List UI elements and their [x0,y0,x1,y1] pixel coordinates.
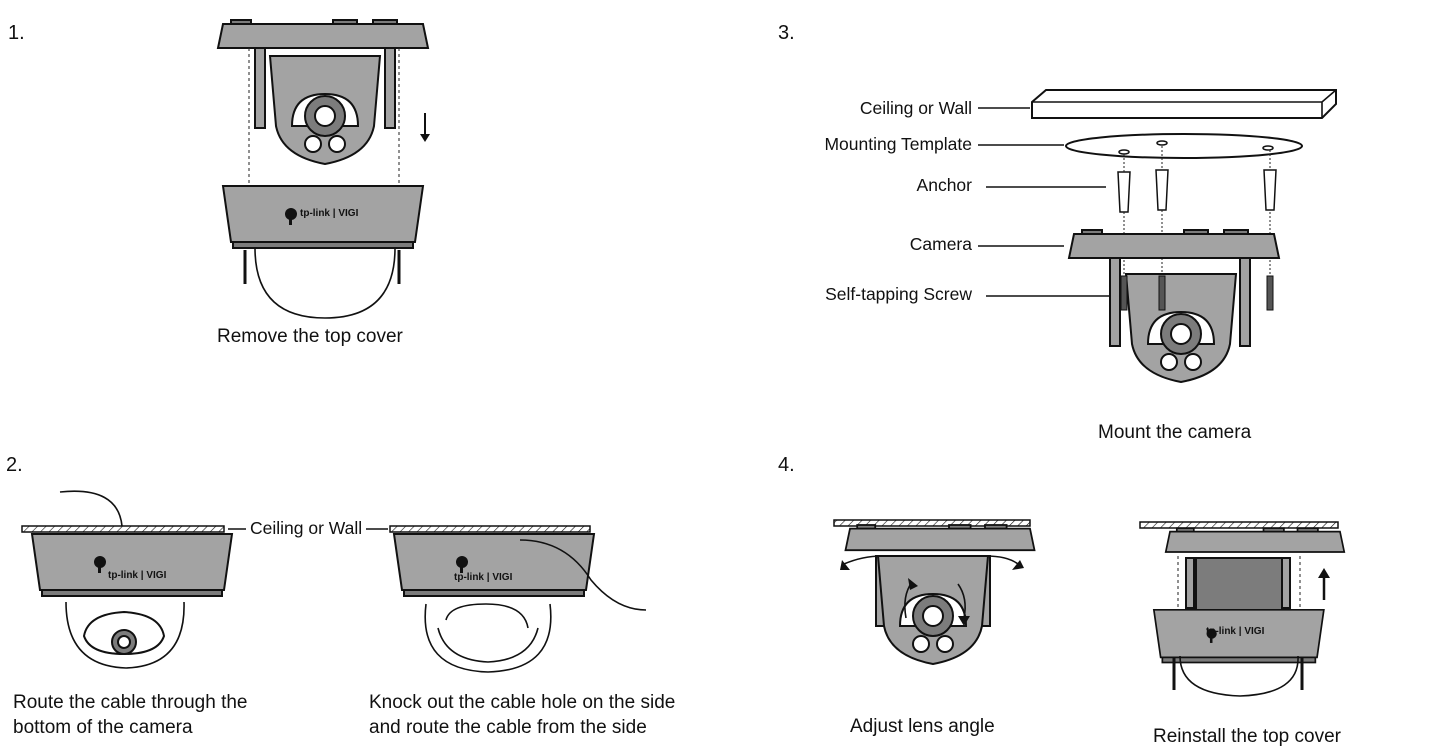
step-2-ceiling-label: Ceiling or Wall [250,518,363,538]
step-2-left-caption: Route the cable through the bottom of th… [13,692,248,738]
step-3-label-screw: Self-tapping Screw [825,284,972,304]
step-2-right-illustration: tp-link | VIGI [389,525,647,673]
svg-text:tp-link | VIGI: tp-link | VIGI [454,572,513,583]
step-3-label-template: Mounting Template [824,134,972,154]
step-1-illustration: tp-link | VIGI [217,19,430,319]
step-4-right-illustration: tp-link | VIGI [1139,521,1346,697]
step-3-label-camera: Camera [909,234,972,254]
step-4-left-caption: Adjust lens angle [850,716,995,737]
step-1-caption: Remove the top cover [217,326,403,347]
step-1-number: 1. [8,22,25,44]
step-4-left-illustration [833,519,1036,665]
brand-text: tp-link | VIGI [300,208,359,219]
step-4-number: 4. [778,454,795,476]
step-3-label-anchor: Anchor [916,175,972,195]
svg-text:tp-link | VIGI: tp-link | VIGI [108,570,167,581]
step-3-number: 3. [778,22,795,44]
step-3-caption: Mount the camera [1098,422,1252,443]
step-3-illustration [978,89,1337,383]
step-2-right-caption: Knock out the cable hole on the side and… [369,692,676,738]
step-3-label-ceiling: Ceiling or Wall [859,98,972,118]
step-2-left-illustration: tp-link | VIGI [21,490,233,669]
svg-text:tp-link | VIGI: tp-link | VIGI [1206,626,1265,637]
step-4-right-caption: Reinstall the top cover [1153,726,1341,747]
step-2-number: 2. [6,454,23,476]
